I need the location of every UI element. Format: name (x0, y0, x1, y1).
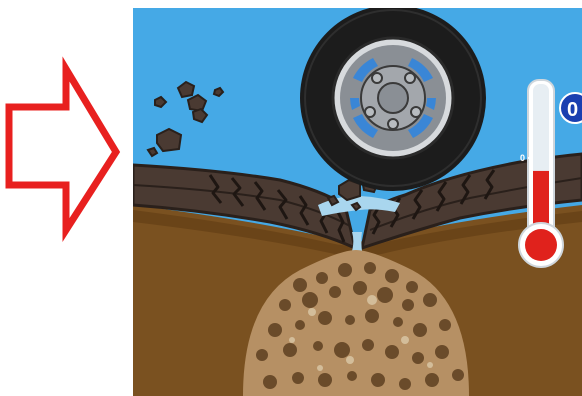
right-arrow-icon (9, 69, 116, 230)
score-badge-value: 0 (567, 99, 578, 121)
tire-icon (300, 5, 486, 191)
thermometer-tick-label: 0 (520, 153, 525, 163)
score-badge: 0 (560, 93, 582, 123)
